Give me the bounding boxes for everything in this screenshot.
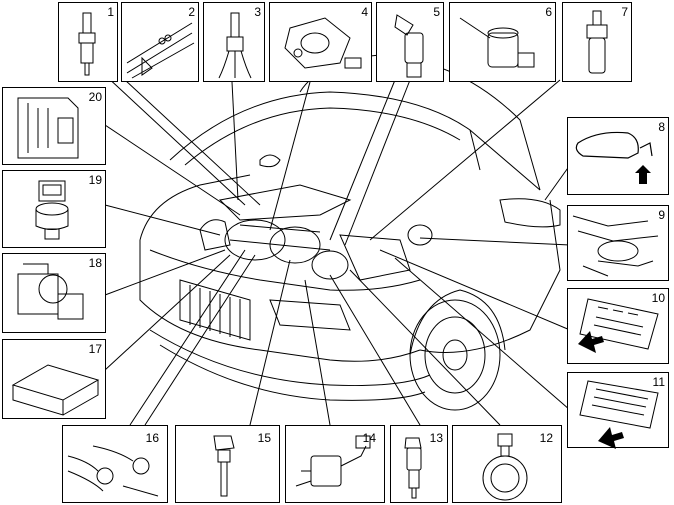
callout-number-1: 1 <box>107 5 114 19</box>
callout-number-11: 11 <box>652 375 665 389</box>
sensor-icon <box>78 12 96 76</box>
callout-number-7: 7 <box>621 5 628 19</box>
callout-number-13: 13 <box>429 431 443 445</box>
callout-box-11: 11 <box>567 372 669 449</box>
relay-box-icon <box>578 298 659 353</box>
callout-box-16: 16 <box>62 425 168 503</box>
callout-box-17: 17 <box>2 339 106 419</box>
fuel-injector-icon <box>404 437 422 499</box>
side-mirror <box>499 198 561 228</box>
callout-number-4: 4 <box>361 5 368 19</box>
callout-number-3: 3 <box>254 5 261 19</box>
callout-box-20: 20 <box>2 87 106 165</box>
callout-number-6: 6 <box>545 5 552 19</box>
callout-number-2: 2 <box>188 5 195 19</box>
callout-number-12: 12 <box>539 431 553 445</box>
callout-box-19: 19 <box>2 170 106 248</box>
door-mirror-icon <box>575 131 653 184</box>
callout-box-7: 7 <box>562 2 632 82</box>
callout-number-17: 17 <box>88 342 102 356</box>
camshaft-sensor-icon <box>213 435 235 497</box>
callout-number-16: 16 <box>145 431 159 445</box>
pressure-switch-icon <box>35 180 69 240</box>
airbag-module-icon <box>11 364 100 416</box>
callout-box-18: 18 <box>2 253 106 333</box>
callout-box-1: 1 <box>58 2 118 82</box>
callout-number-5: 5 <box>433 5 440 19</box>
purge-valve-icon <box>295 435 371 487</box>
temperature-sensor-icon <box>218 12 252 79</box>
callout-box-8: 8 <box>567 117 669 195</box>
callout-box-10: 10 <box>567 288 669 364</box>
callout-number-9: 9 <box>658 208 665 222</box>
fuse-box-icon <box>579 380 659 449</box>
callout-box-5: 5 <box>376 2 444 82</box>
callout-box-12: 12 <box>452 425 562 503</box>
pressure-sensor-icon <box>586 10 608 74</box>
callout-number-18: 18 <box>88 256 102 270</box>
callout-box-2: 2 <box>121 2 199 82</box>
throttle-unit-icon <box>17 263 84 320</box>
position-sensor-icon <box>394 14 424 78</box>
callout-box-13: 13 <box>390 425 448 503</box>
air-mass-meter-icon <box>482 433 528 501</box>
solenoid-valve-icon <box>459 17 535 68</box>
hood-outline <box>169 91 481 171</box>
callout-box-14: 14 <box>285 425 385 503</box>
callout-box-15: 15 <box>175 425 280 503</box>
callout-box-3: 3 <box>203 2 265 82</box>
callout-number-14: 14 <box>362 431 376 445</box>
grille <box>179 279 251 341</box>
callout-number-10: 10 <box>651 291 665 305</box>
knock-sensor-icon <box>67 445 159 497</box>
callout-number-19: 19 <box>88 173 102 187</box>
callout-box-9: 9 <box>567 205 669 281</box>
leader-lines <box>104 74 571 426</box>
callout-number-15: 15 <box>257 431 271 445</box>
throttle-body <box>311 250 349 280</box>
hood-switch-icon <box>126 22 195 79</box>
headlight <box>269 299 351 331</box>
callout-box-6: 6 <box>449 2 556 82</box>
callout-number-20: 20 <box>88 90 102 104</box>
callout-box-4: 4 <box>269 2 372 82</box>
callout-number-8: 8 <box>658 120 665 134</box>
idle-valve-icon <box>284 17 362 69</box>
air-filter-housing <box>224 219 286 261</box>
wiper-motor-icon <box>572 215 659 277</box>
control-module-icon <box>17 97 79 159</box>
